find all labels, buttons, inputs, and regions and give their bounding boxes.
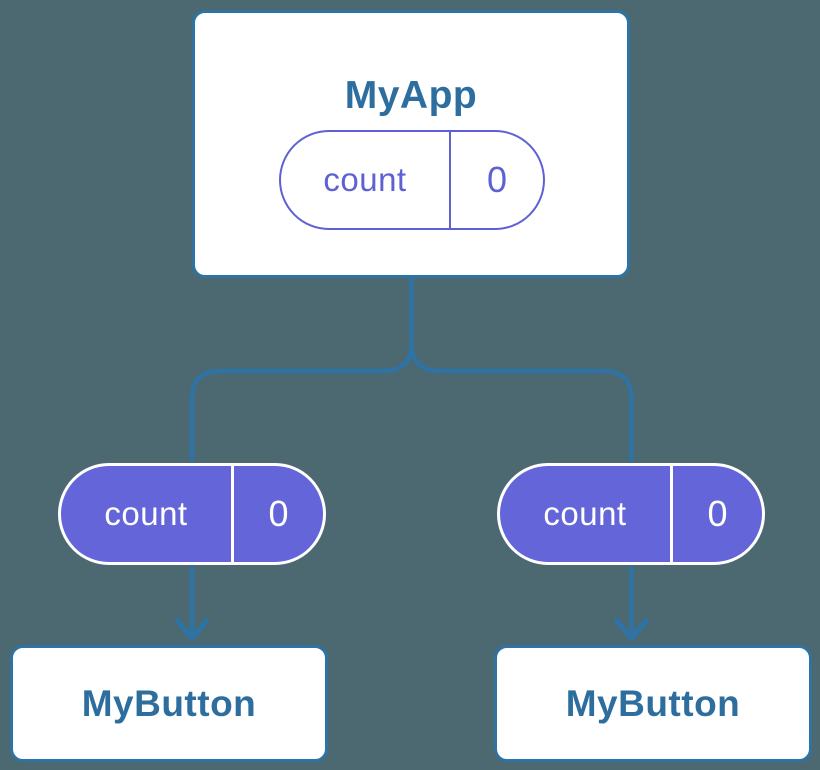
prop-pill-label-cell: count	[500, 466, 670, 562]
node-mybutton-left-title: MyButton	[81, 682, 257, 724]
node-mybutton-right: MyButton	[494, 645, 812, 762]
state-value: 0	[486, 159, 508, 200]
prop-pill-label-cell: count	[61, 466, 231, 562]
state-pill-myapp: count 0	[279, 130, 545, 230]
node-mybutton-left: MyButton	[10, 645, 328, 762]
state-pill-label-cell: count	[281, 132, 449, 228]
prop-pill-value-cell: 0	[670, 466, 762, 562]
prop-label: count	[543, 495, 627, 532]
fork-branch-right	[409, 342, 634, 462]
prop-pill-value-cell: 0	[231, 466, 323, 562]
node-myapp-title: MyApp	[344, 74, 478, 117]
prop-value: 0	[707, 493, 728, 534]
node-mybutton-right-title: MyButton	[565, 682, 741, 724]
state-label: count	[323, 161, 407, 198]
prop-pill-mybutton-right: count 0	[497, 463, 765, 565]
prop-value: 0	[268, 493, 289, 534]
state-pill-value-cell: 0	[449, 132, 543, 228]
prop-pill-mybutton-left: count 0	[58, 463, 326, 565]
arrow-right-head	[614, 618, 649, 641]
arrow-left-head	[174, 618, 210, 641]
fork-branch-left	[189, 342, 414, 462]
prop-label: count	[104, 495, 188, 532]
